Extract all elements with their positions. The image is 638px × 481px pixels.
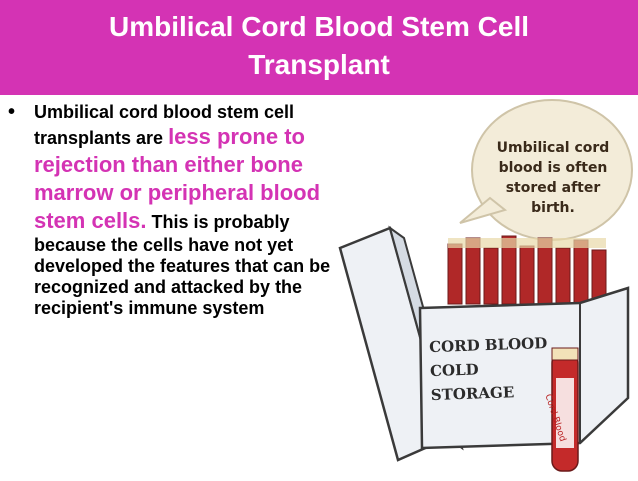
box-label-line2: COLD STORAGE [429,360,515,405]
bullet-highlight: less prone to rejection than either bone… [34,124,321,233]
storage-box-drawing [338,99,633,472]
test-tubes [447,235,607,305]
box-label-line1: CORD BLOOD [428,333,548,357]
cord-blood-illustration: Umbilical cord blood is often stored aft… [330,98,634,476]
single-tube [551,347,579,472]
bubble-caption: Umbilical cord blood is often stored aft… [496,140,610,216]
bullet-text-start: Umbilical cord blood stem cell transplan… [34,102,295,148]
box-label: CORD BLOOD COLD STORAGE [429,331,551,407]
slide-title-line2: Transplant [248,49,390,80]
speech-bubble-tail [459,196,508,224]
bullet-text-end: This is probably because the cells have … [34,212,331,318]
title-bar: Umbilical Cord Blood Stem Cell Transplan… [0,0,638,95]
bullet-marker: • [8,101,16,123]
bullet-paragraph: Umbilical cord blood stem cell transplan… [34,102,334,319]
slide-title-line1: Umbilical Cord Blood Stem Cell [108,11,530,42]
